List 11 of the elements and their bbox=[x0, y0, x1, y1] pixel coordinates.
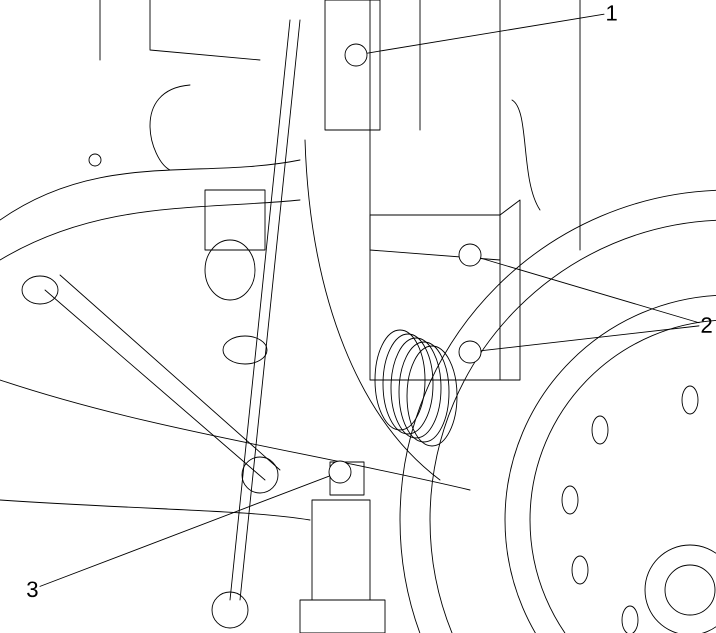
leader-line bbox=[480, 325, 700, 352]
leader-line bbox=[480, 258, 700, 324]
fastener-part bbox=[344, 44, 368, 66]
leader-line bbox=[40, 476, 330, 587]
callout-number: 2 bbox=[702, 317, 712, 333]
fastener-part bbox=[458, 340, 482, 364]
fastener-part bbox=[328, 460, 352, 484]
fastener-part bbox=[458, 244, 482, 266]
callout-number: 3 bbox=[27, 581, 38, 598]
callout-number: 1 bbox=[607, 5, 617, 21]
leader-line bbox=[366, 14, 604, 54]
